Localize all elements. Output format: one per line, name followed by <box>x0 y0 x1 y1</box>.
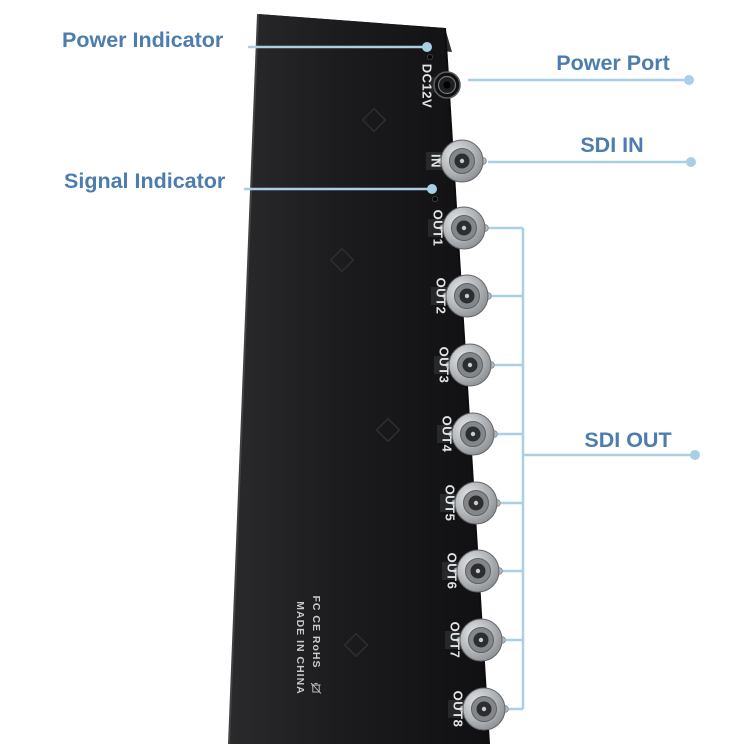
signal-led-indicator <box>431 195 439 203</box>
sdi-out-bracket <box>489 226 692 711</box>
emboss-diamond <box>361 107 387 133</box>
callout-power-port: Power Port <box>468 51 694 85</box>
power-port-label: Power Port <box>556 51 670 75</box>
embossed-marks <box>329 107 401 658</box>
origin-label: MADE IN CHINA <box>294 601 306 695</box>
port-label-out1: OUT1 <box>431 210 446 247</box>
sdi-out-dot <box>690 450 700 460</box>
emboss-diamond <box>329 247 355 273</box>
port-label-out8: OUT8 <box>451 691 466 728</box>
emboss-diamond <box>343 632 369 658</box>
device-left-edge <box>228 13 259 745</box>
sdi-in-dot <box>686 157 696 167</box>
weee-bin-icon <box>310 682 322 694</box>
power-indicator-dot <box>422 42 432 52</box>
dc-jack-pin-hole <box>443 81 451 89</box>
device-front-face <box>229 14 489 744</box>
port-label-out5: OUT5 <box>443 485 458 522</box>
callout-sdi-out: SDI OUT <box>489 226 700 711</box>
dc-power-port <box>430 71 461 99</box>
port-label-out3: OUT3 <box>437 347 452 384</box>
callout-signal-indicator: Signal Indicator <box>64 169 437 194</box>
callout-sdi-in: SDI IN <box>488 133 696 167</box>
signal-indicator-label: Signal Indicator <box>64 169 226 193</box>
emboss-diamond <box>375 417 401 443</box>
device: DC12V IN OUT1 OUT2 OUT3 OUT4 OUT5 OUT6 O… <box>228 13 509 745</box>
power-port-dot <box>684 75 694 85</box>
port-label-out6: OUT6 <box>445 553 460 590</box>
callout-power-indicator: Power Indicator <box>62 28 432 52</box>
power-indicator-label: Power Indicator <box>62 28 224 52</box>
port-label-in: IN <box>429 154 444 168</box>
power-led-indicator <box>426 53 434 61</box>
dc-jack-label: DC12V <box>420 64 435 108</box>
port-label-out7: OUT7 <box>448 622 463 659</box>
sdi-in-label: SDI IN <box>580 133 643 157</box>
port-label-out4: OUT4 <box>440 416 455 453</box>
port-label-out2: OUT2 <box>434 278 449 315</box>
sdi-out-label: SDI OUT <box>584 428 671 452</box>
certification-marks-label: FC CE RoHS <box>310 596 322 669</box>
signal-indicator-dot <box>427 184 437 194</box>
